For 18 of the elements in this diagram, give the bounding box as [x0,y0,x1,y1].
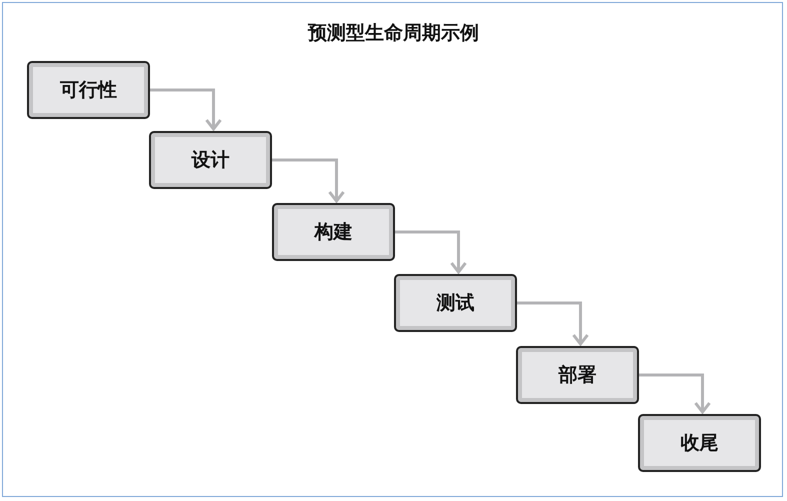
arrow [150,88,222,130]
arrow [517,302,589,346]
box-label: 构建 [314,220,352,245]
process-box [516,346,639,404]
arrow [272,158,345,202]
arrow [639,374,711,414]
process-box [27,61,150,119]
box-label: 部署 [558,363,596,388]
process-box [394,274,517,332]
box-label: 设计 [192,148,230,173]
box-label: 测试 [436,291,474,316]
process-box [272,203,395,261]
process-box [149,131,272,189]
arrow [395,230,467,274]
box-label: 收尾 [680,431,718,456]
diagram-title: 预测型生命周期示例 [306,21,480,46]
box-label: 可行性 [60,78,117,103]
process-box [638,414,761,472]
